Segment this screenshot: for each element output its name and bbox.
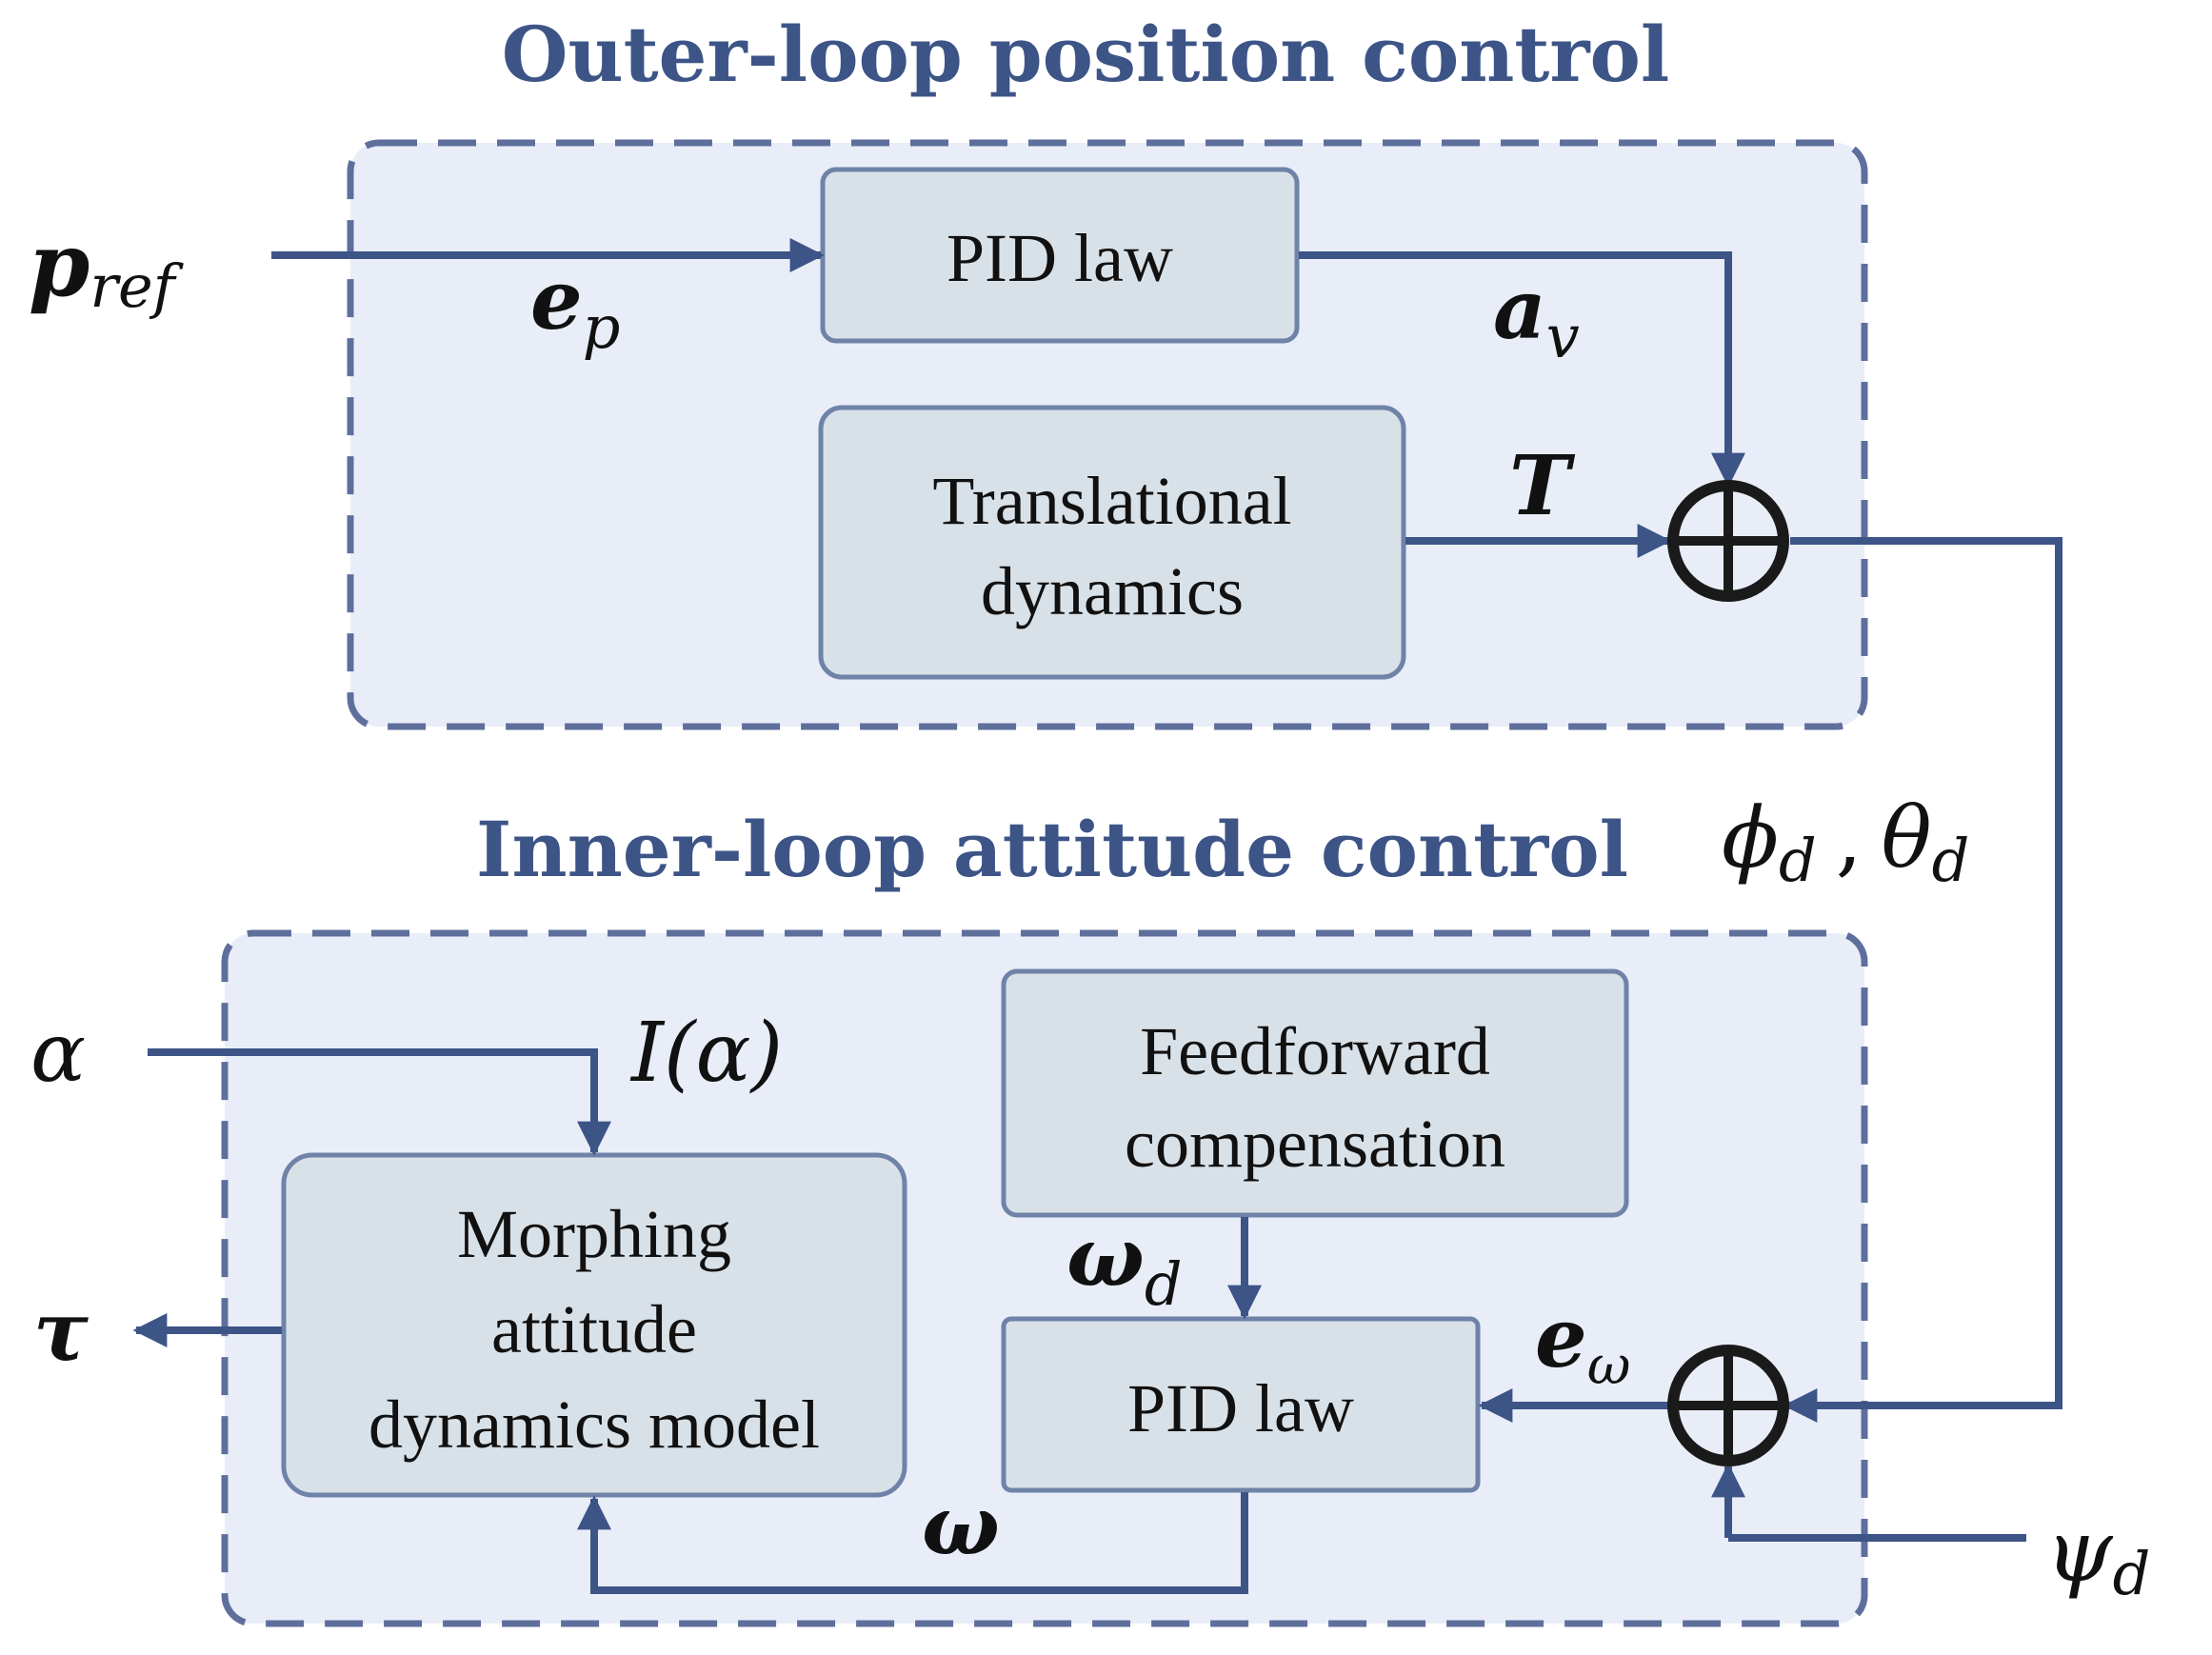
feedforward-line2: compensation: [1125, 1106, 1505, 1182]
morphing-line3: dynamics model: [369, 1386, 820, 1463]
inner-loop-title: Inner-loop attitude control: [476, 805, 1628, 894]
translational-dynamics-line1: Translational: [932, 463, 1291, 539]
morphing-line2: attitude: [491, 1291, 697, 1367]
alpha-label: α: [30, 1006, 86, 1101]
omega-feedback-arrow: [577, 1492, 1248, 1594]
sum-to-inner-loop-wire: [1783, 537, 2063, 1423]
outer-summing-junction: [1667, 480, 1789, 602]
feedforward-compensation-block: [1001, 968, 1629, 1218]
tau-label: τ: [33, 1284, 89, 1380]
outer-loop-title: Outer-loop position control: [502, 10, 1669, 99]
e-p-label: ep: [530, 252, 620, 362]
omega-label: ω: [922, 1478, 1000, 1574]
translational-dynamics-line2: dynamics: [981, 553, 1244, 629]
outer-pid-label: PID law: [947, 220, 1173, 296]
alpha-input-arrow: [148, 1048, 611, 1156]
phi-theta-label: ϕd,θd: [1722, 788, 1969, 895]
feedforward-line1: Feedforward: [1140, 1013, 1490, 1089]
a-v-label: av: [1493, 262, 1580, 371]
psi-d-label: ψd: [2045, 1502, 2150, 1608]
inner-pid-label: PID law: [1127, 1370, 1354, 1446]
outer-pid-to-sum-arrow: [1299, 251, 1745, 488]
omega-d-label: ωd: [1066, 1209, 1183, 1319]
thrust-label: T: [1509, 438, 1576, 534]
e-omega-label: eω: [1535, 1290, 1630, 1397]
translational-dynamics-block: [818, 405, 1406, 680]
morphing-line1: Morphing: [457, 1196, 731, 1272]
inner-summing-junction: [1667, 1345, 1789, 1466]
p-ref-label: pref: [29, 213, 185, 321]
inertia-label: I(α): [629, 1006, 783, 1101]
